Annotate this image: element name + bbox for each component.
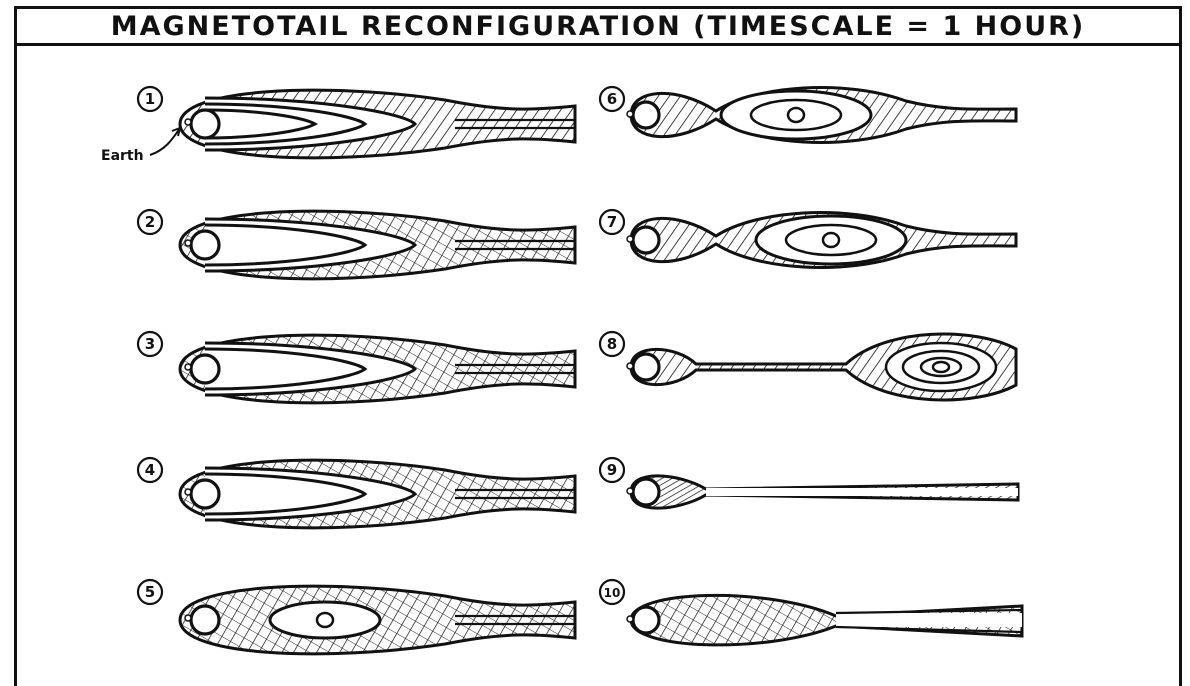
- earth-icon: [191, 606, 219, 634]
- plasmoid-loop: [933, 362, 949, 372]
- earth-icon: [633, 607, 659, 633]
- panel-9: 9: [600, 458, 1018, 508]
- sun-marker-icon: [627, 236, 633, 242]
- sun-marker-icon: [185, 364, 191, 370]
- earth-label: Earth: [101, 148, 144, 164]
- panel-8: 8: [600, 332, 1016, 400]
- earth-pointer-arrow: [150, 128, 180, 155]
- earth-icon: [191, 231, 219, 259]
- panel-10: 10: [600, 580, 1022, 645]
- sun-marker-icon: [185, 119, 191, 125]
- panel-number-label: 1: [145, 90, 155, 108]
- panel-number-label: 10: [604, 586, 621, 600]
- panel-6: 6: [600, 87, 1016, 142]
- earth-icon: [633, 479, 659, 505]
- sun-marker-icon: [627, 616, 633, 622]
- earth-icon: [191, 355, 219, 383]
- panel-5: 5: [138, 580, 575, 654]
- sun-marker-icon: [185, 240, 191, 246]
- panel-number-label: 4: [145, 461, 155, 479]
- panel-number-label: 6: [607, 90, 617, 108]
- panel-number-label: 3: [145, 335, 155, 353]
- panel-1: 1: [138, 87, 575, 158]
- earth-icon: [191, 110, 219, 138]
- earth-icon: [633, 102, 659, 128]
- sun-marker-icon: [627, 363, 633, 369]
- panel-number-label: 5: [145, 583, 155, 601]
- panel-3: 3: [138, 332, 575, 403]
- panel-7: 7: [600, 210, 1016, 267]
- panels-layer: 1 2 3 4 5 6 7 8 9 10 Earth: [101, 87, 1022, 654]
- sun-marker-icon: [185, 489, 191, 495]
- sun-marker-icon: [627, 488, 633, 494]
- o-line: [823, 233, 839, 247]
- panel-4: 4: [138, 458, 575, 528]
- o-line: [317, 613, 333, 627]
- panel-number-label: 8: [607, 335, 617, 353]
- earth-icon: [191, 480, 219, 508]
- sun-marker-icon: [185, 615, 191, 621]
- sun-marker-icon: [627, 111, 633, 117]
- panel-number-label: 9: [607, 461, 617, 479]
- o-line: [788, 108, 804, 122]
- panel-2: 2: [138, 210, 575, 279]
- panel-number-label: 2: [145, 213, 155, 231]
- earth-icon: [633, 227, 659, 253]
- panel-number-label: 7: [607, 213, 617, 231]
- earth-icon: [633, 354, 659, 380]
